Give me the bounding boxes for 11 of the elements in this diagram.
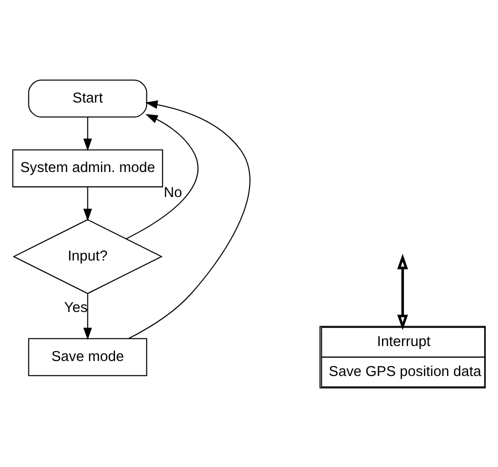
arrow xyxy=(126,114,198,239)
edge-label: Yes xyxy=(64,300,88,316)
arrow xyxy=(83,116,92,150)
arrow xyxy=(83,293,92,340)
node-box: Save mode xyxy=(28,338,148,376)
node-box: Start xyxy=(28,79,148,118)
arrow xyxy=(83,186,92,221)
arrow xyxy=(128,100,250,339)
edge-label: No xyxy=(164,184,182,200)
node-diamond: Input? xyxy=(12,218,163,294)
node-box: System admin. mode xyxy=(12,148,164,187)
